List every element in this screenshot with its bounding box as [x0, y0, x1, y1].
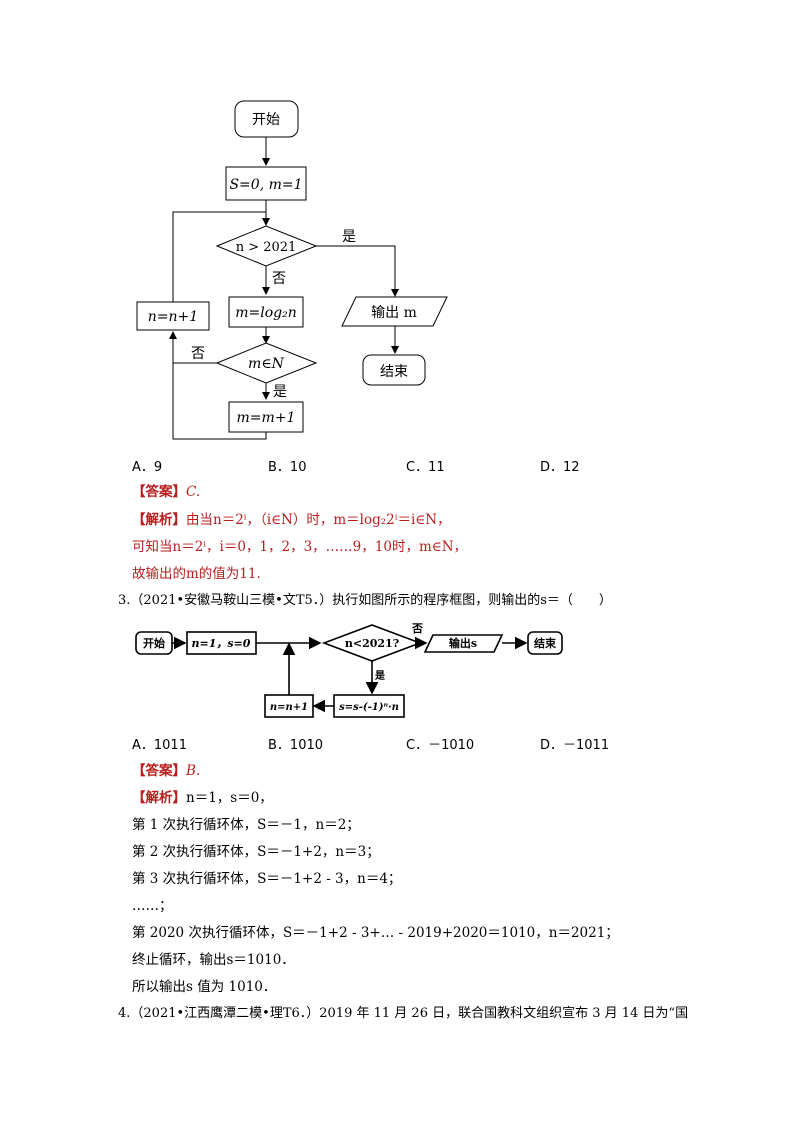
q3-option-c: C．－1010	[406, 738, 475, 753]
q3-analysis-2: 第 2 次执行循环体，S＝－1+2，n＝3；	[132, 844, 380, 860]
cond2-label: m∈N	[248, 356, 285, 372]
q3-answer: 【答案】B.	[132, 762, 200, 780]
f2-end-box	[527, 631, 563, 655]
flowchart-1: 开始 S=0, m=1 n > 2021 是 否 m=log₂n m∈N 否 是…	[136, 100, 448, 440]
q2-analysis-1: 【解析】由当n＝2ⁱ，（i∈N）时，m＝log₂2ⁱ＝i∈N，	[132, 511, 451, 529]
q3-stem: 3.（2021•安徽马鞍山三模•文T5．）执行如图所示的程序框图，则输出的s＝（…	[118, 593, 612, 608]
yes1-label: 是	[342, 229, 356, 245]
assign-label: m=log₂n	[235, 305, 297, 321]
analysis-label: 【解析】	[132, 512, 186, 528]
start-label: 开始	[252, 112, 280, 128]
q3-option-b: B．1010	[268, 738, 324, 753]
no1-label: 否	[272, 271, 286, 287]
q2-option-d: D．12	[540, 460, 580, 475]
f2-update-s-label: s=s-(-1)ⁿ·n	[339, 702, 399, 713]
inc-m-label: m=m+1	[237, 410, 296, 426]
q3-analysis-1: 第 1 次执行循环体，S＝－1，n＝2；	[132, 817, 360, 833]
inc-n-label: n=n+1	[148, 309, 198, 325]
q3-analysis-6: 终止循环，输出s＝1010．	[132, 952, 295, 968]
f2-start-label: 开始	[143, 636, 165, 650]
end-label: 结束	[380, 364, 408, 380]
f2-cond-label: n<2021?	[345, 637, 399, 650]
answer-value: B.	[186, 763, 201, 779]
init-box	[225, 166, 307, 201]
f2-yes-label: 是	[374, 670, 385, 682]
q2-option-c: C．11	[406, 460, 445, 475]
q3-analysis-0: 【解析】n＝1，s＝0，	[132, 789, 273, 807]
f2-update-n-label: n=n+1	[270, 702, 308, 713]
q2-analysis-2: 可知当n＝2ⁱ，i＝0，1，2，3，……9，10时，m∈N，	[132, 539, 468, 555]
q2-option-a: A．9	[132, 460, 163, 475]
analysis-label: 【解析】	[132, 790, 186, 806]
q3-analysis-3: 第 3 次执行循环体，S＝－1+2 - 3，n＝4；	[132, 871, 402, 887]
f2-init-label: n=1，s=0	[192, 637, 251, 650]
q2-option-b: B．10	[268, 460, 307, 475]
q4-stem: 4.（2021•江西鹰潭二模•理T6．）2019 年 11 月 26 日，联合国…	[118, 1006, 689, 1021]
yes2-label: 是	[273, 384, 287, 400]
f2-output-box	[423, 634, 504, 653]
q3-analysis-7: 所以输出s 值为 1010．	[132, 979, 277, 995]
answer-label: 【答案】	[132, 763, 186, 779]
output-label: 输出 m	[371, 305, 417, 321]
answer-value: C.	[186, 484, 201, 500]
q2-analysis-3: 故输出的m的值为11.	[132, 566, 261, 582]
q3-analysis-4: ……；	[132, 898, 173, 914]
analysis-text: 由当n＝2ⁱ，（i∈N）时，m＝log₂2ⁱ＝i∈N，	[186, 512, 451, 528]
end-box	[362, 354, 426, 386]
q3-analysis-5: 第 2020 次执行循环体，S＝－1+2 - 3+… - 2019+2020＝1…	[132, 925, 619, 941]
f2-no-label: 否	[411, 622, 423, 635]
no2-label: 否	[191, 346, 205, 362]
flowchart-2: 开始 n=1，s=0 n<2021? 否 输出s 结束 是 s=s-(-1)ⁿ·…	[135, 622, 563, 718]
inc-n-box	[136, 301, 210, 331]
q3-option-d: D．－1011	[540, 738, 610, 753]
f2-end-label: 结束	[533, 636, 557, 650]
answer-label: 【答案】	[132, 484, 186, 500]
analysis-text: n＝1，s＝0，	[186, 790, 273, 806]
q2-answer: 【答案】C.	[132, 483, 200, 501]
f2-output-label: 输出s	[449, 636, 477, 650]
cond1-label: n > 2021	[236, 240, 297, 255]
condition-diamond-2	[215, 342, 318, 384]
init-label: S=0, m=1	[229, 177, 302, 193]
q3-option-a: A．1011	[132, 738, 187, 753]
output-box	[341, 296, 448, 327]
